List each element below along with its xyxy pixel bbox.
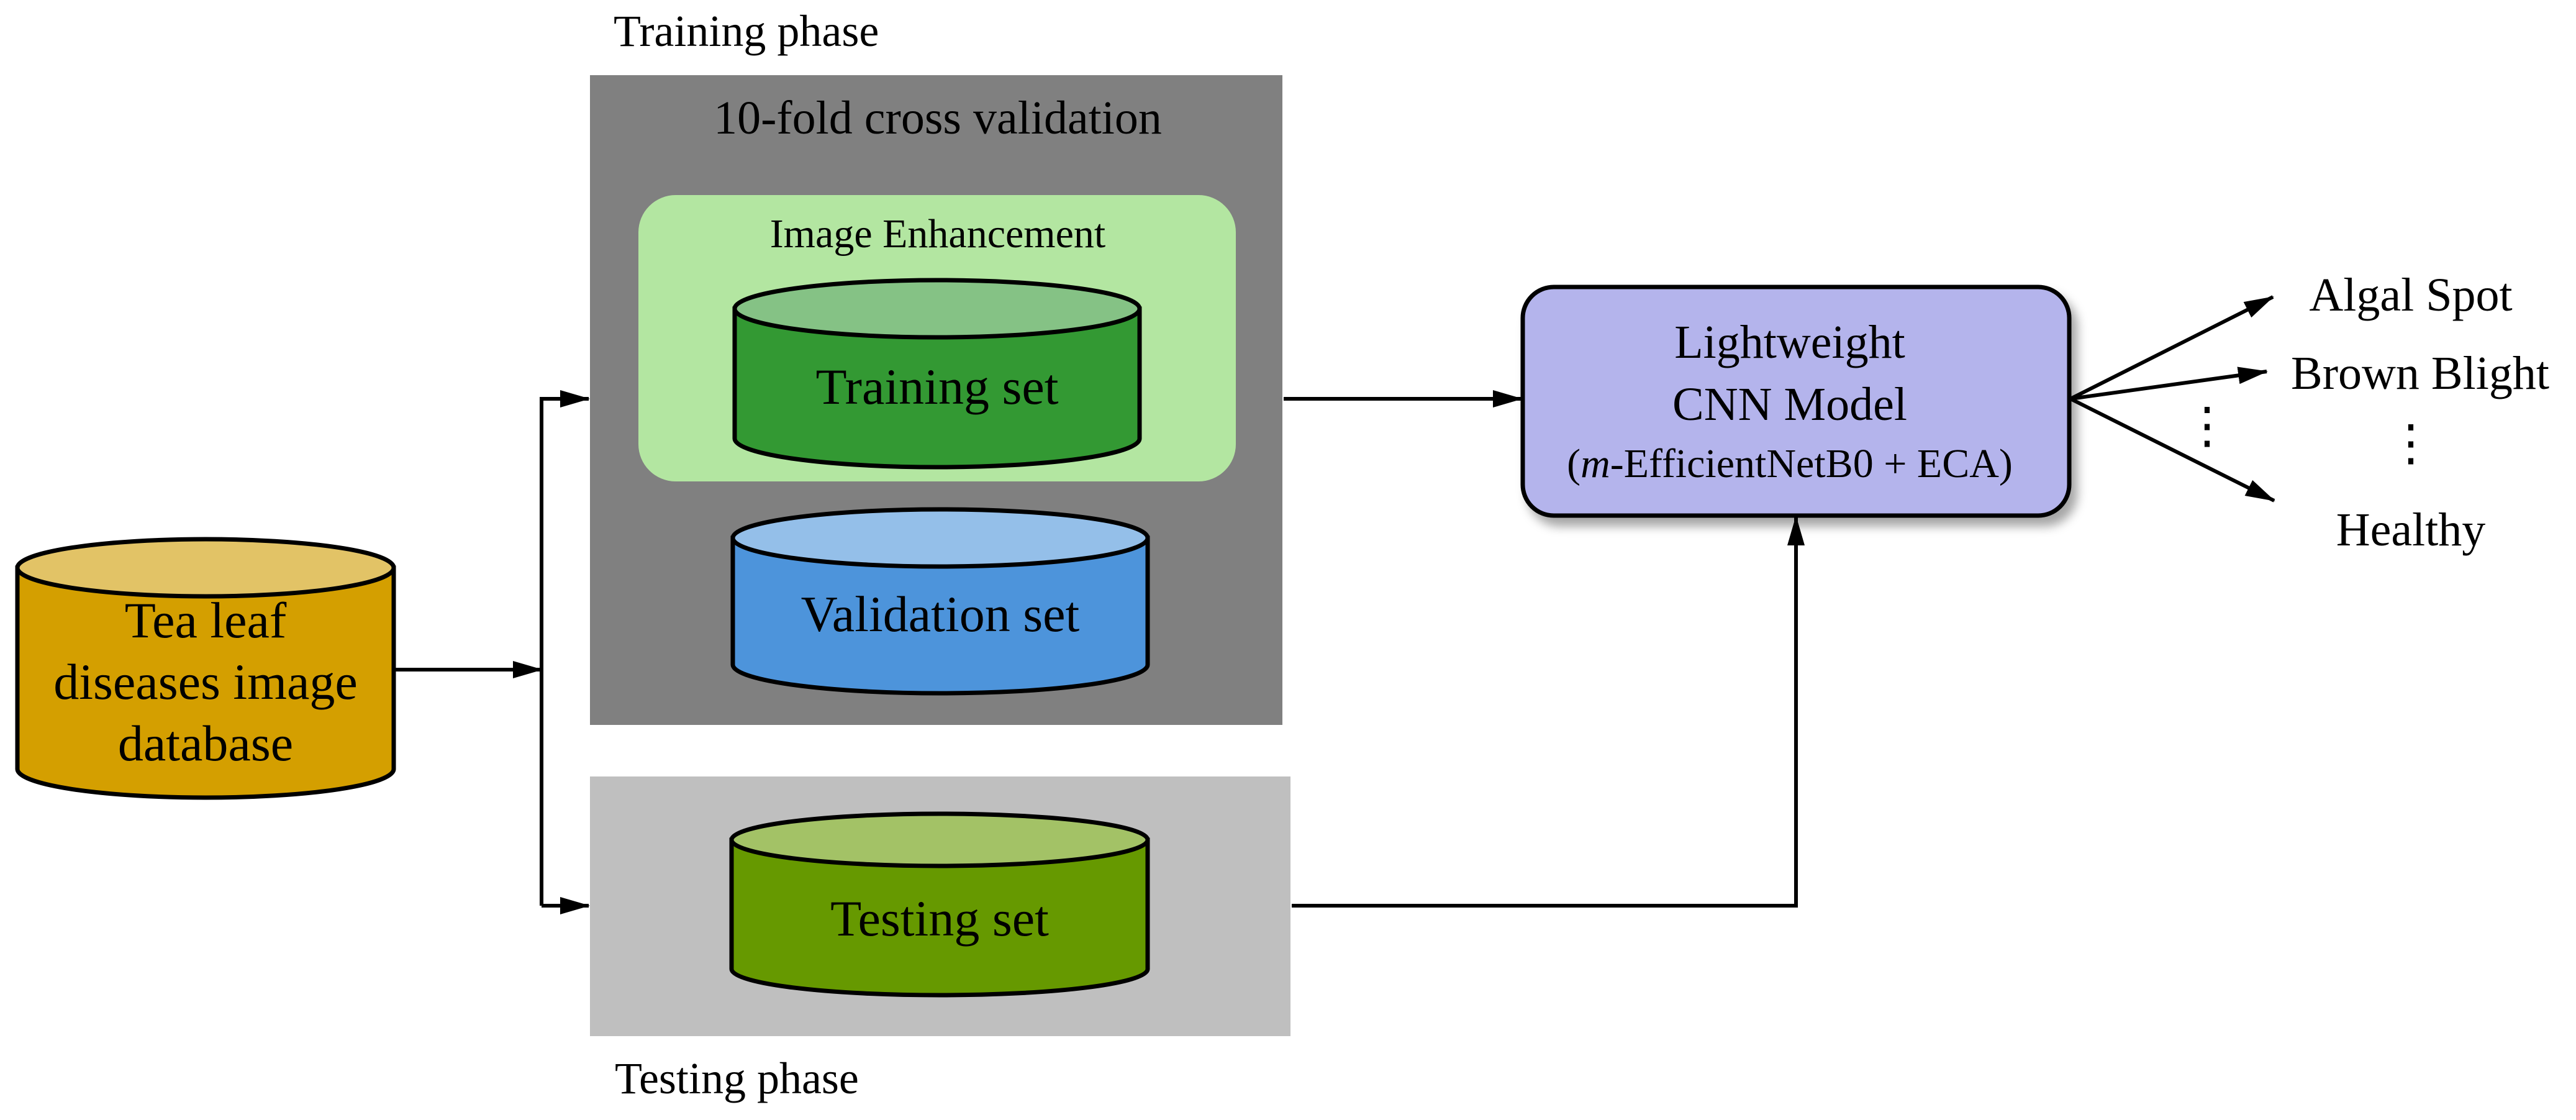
- cross-validation-label: 10-fold cross validation: [714, 92, 1162, 144]
- model-label-line2: CNN Model: [1672, 378, 1907, 430]
- testing-set-label: Testing set: [830, 890, 1049, 947]
- training-set-label: Training set: [815, 358, 1058, 415]
- model-connectors: [1284, 390, 1805, 908]
- database-label-line1: Tea leaf: [125, 592, 287, 649]
- output-label-algal-spot: Algal Spot: [2309, 269, 2512, 321]
- testing-phase-label: Testing phase: [615, 1054, 859, 1103]
- split-to-training-arrow: [540, 390, 590, 906]
- database-cylinder: Tea leaf diseases image database: [15, 537, 396, 800]
- validation-set-cylinder: Validation set: [730, 507, 1150, 696]
- validation-set-label: Validation set: [801, 586, 1080, 642]
- output-label-brown-blight: Brown Blight: [2291, 347, 2549, 399]
- model-label-line1: Lightweight: [1674, 316, 1905, 368]
- output-arrow-algal-spot: [2069, 295, 2274, 401]
- database-label-line2: diseases image: [53, 653, 358, 710]
- enhancement-label: Image Enhancement: [770, 211, 1106, 257]
- output-arrow-brown-blight: [2070, 367, 2268, 401]
- output-arrows: [2069, 295, 2275, 503]
- database-label-line3: database: [118, 715, 293, 772]
- testing-to-model-arrow: [1292, 516, 1805, 908]
- training-phase-label: Training phase: [614, 6, 879, 56]
- testing-set-cylinder: Testing set: [729, 811, 1150, 998]
- output-label-ellipsis: ⋮: [2386, 416, 2436, 471]
- training-set-cylinder: Training set: [732, 278, 1142, 470]
- output-arrows-ellipsis: ⋮: [2182, 399, 2232, 453]
- output-label-healthy: Healthy: [2336, 504, 2486, 556]
- model-label-line3: (m-EfficientNetB0 + ECA): [1567, 441, 2013, 486]
- database-connectors: [395, 390, 590, 914]
- cnn-model-box: Lightweight CNN Model (m-EfficientNetB0 …: [1520, 285, 2072, 518]
- output-arrow-healthy: [2069, 397, 2275, 503]
